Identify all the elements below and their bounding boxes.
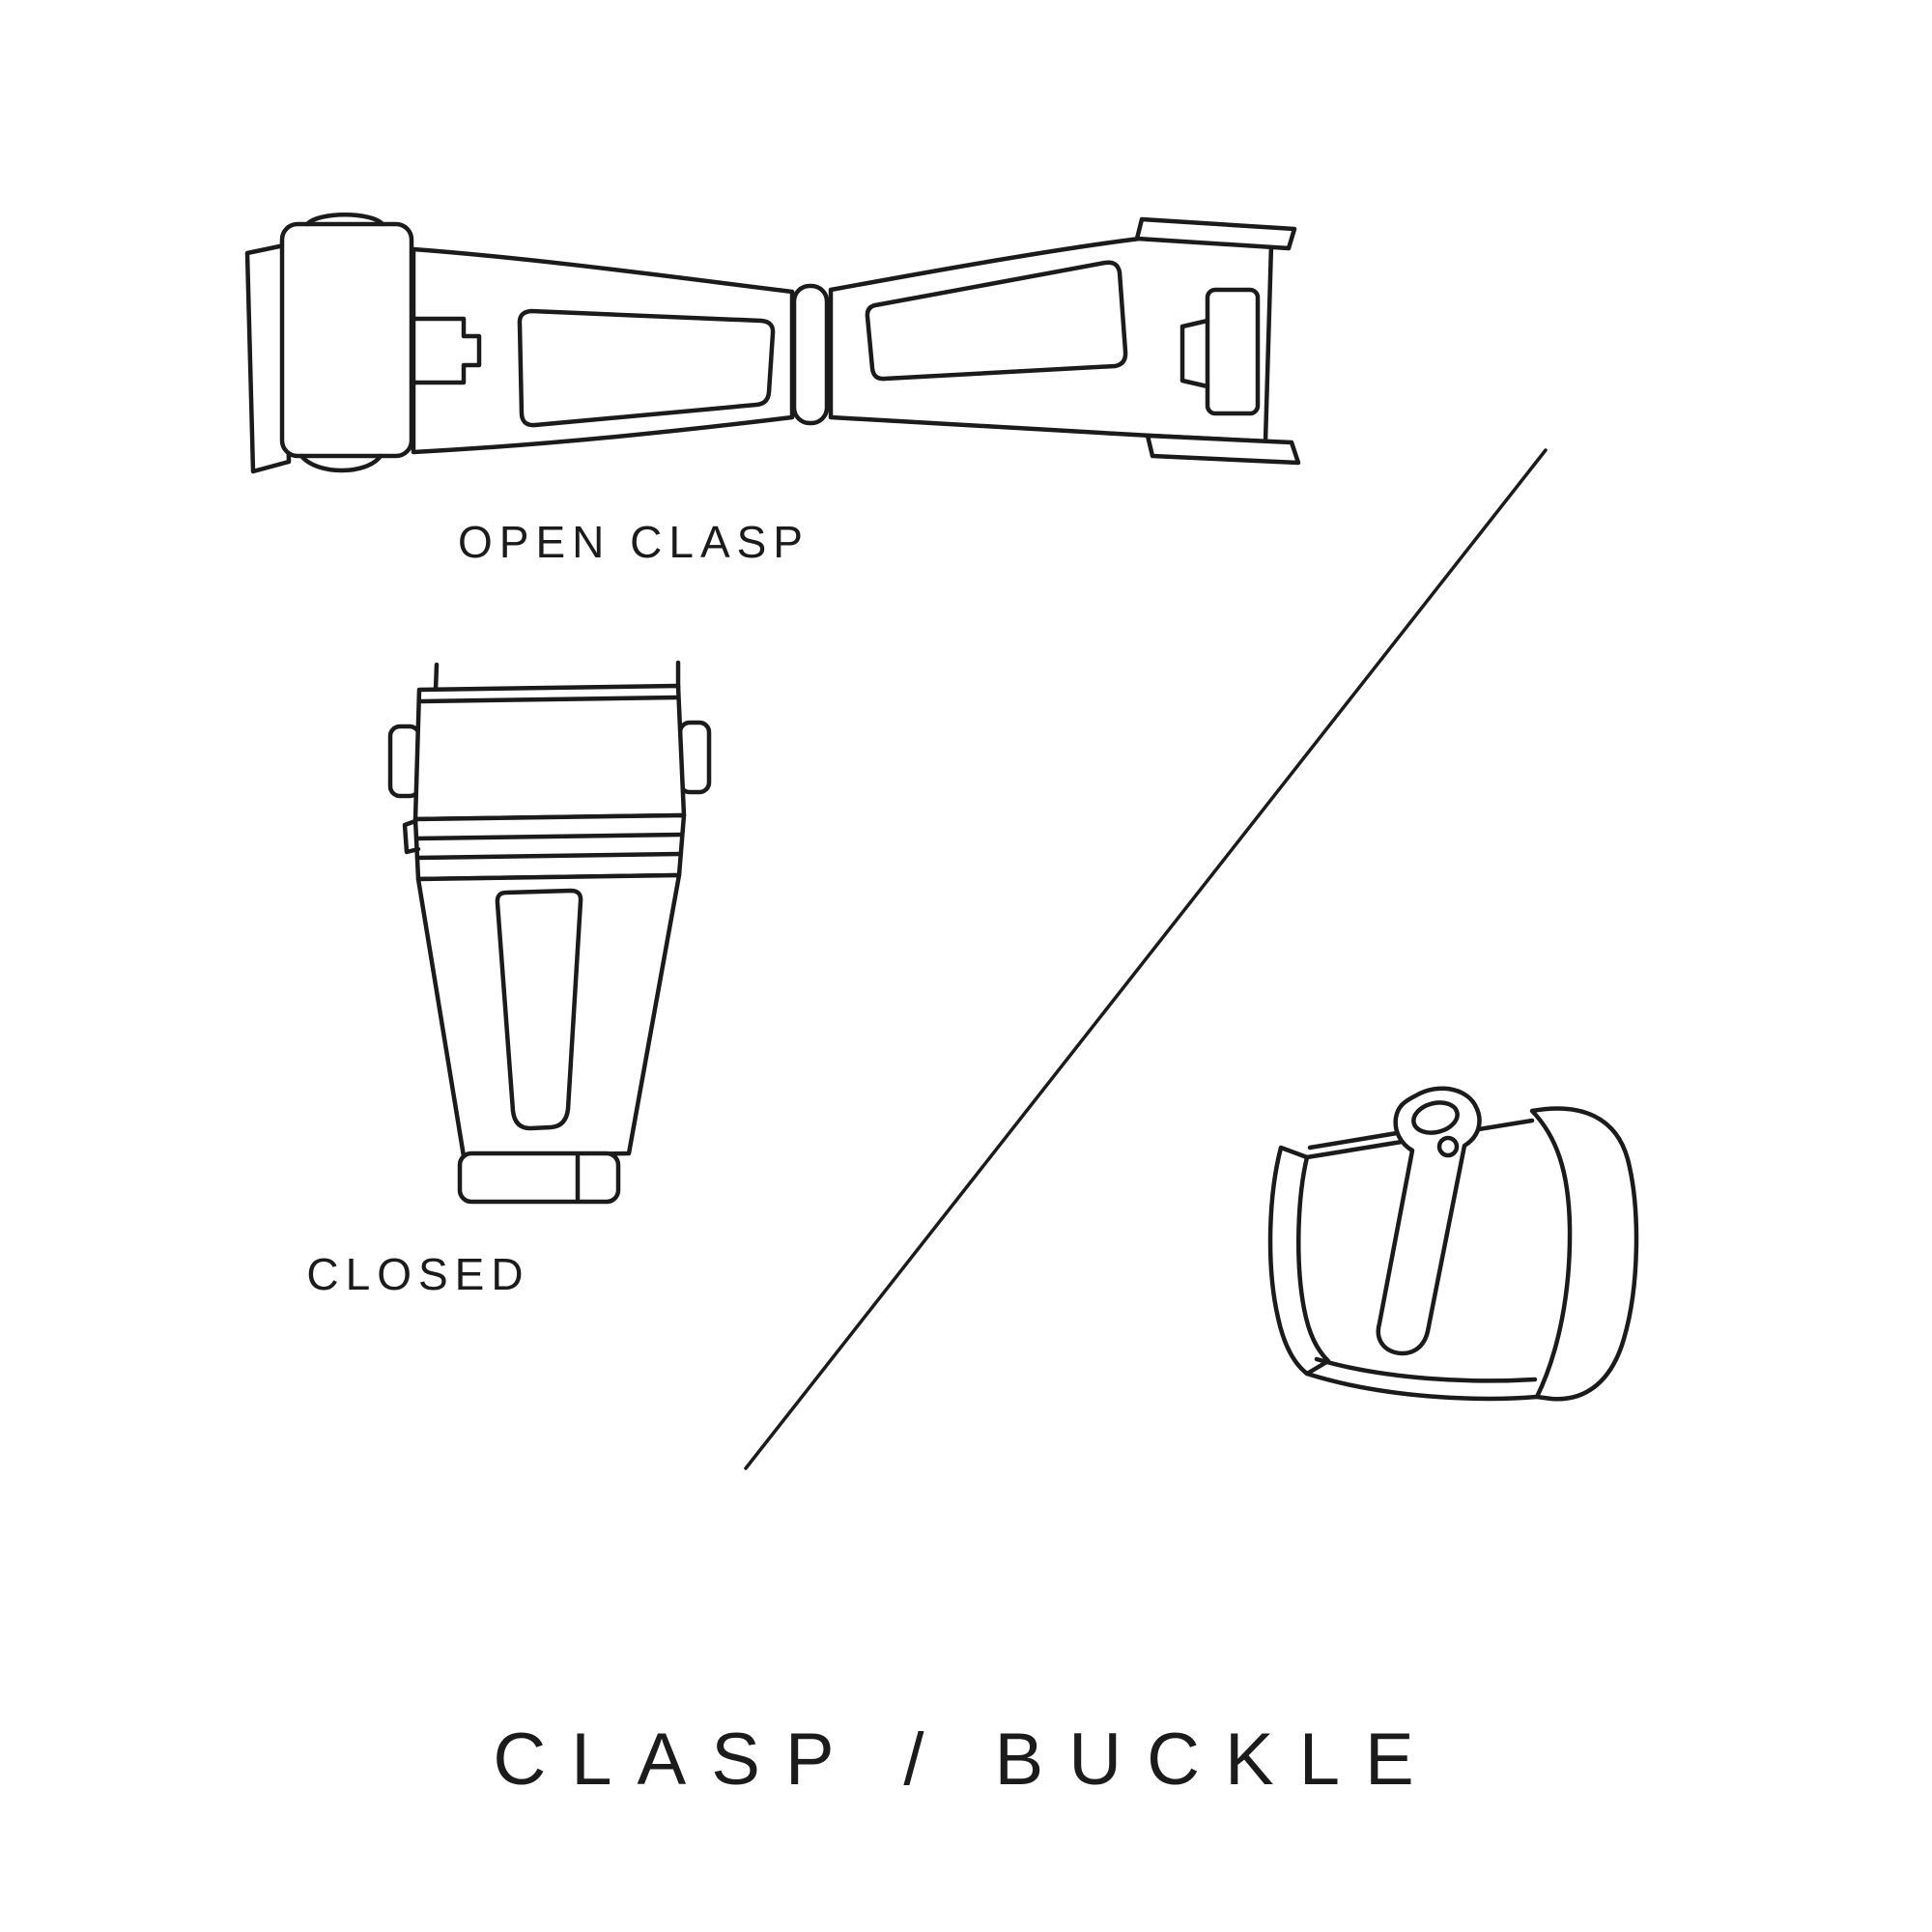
open-clasp-label: OPEN CLASP — [458, 517, 810, 567]
prong-left — [433, 662, 440, 693]
end-box — [279, 221, 414, 459]
hinge — [791, 283, 830, 426]
right-end-top-strip — [1134, 216, 1297, 251]
right-blade — [828, 236, 1274, 444]
frame-right-band — [1529, 1106, 1639, 1402]
band — [412, 812, 687, 882]
buckle-illustration — [1267, 1086, 1639, 1402]
left-blade-notch — [412, 316, 482, 385]
top-box-inner-line — [419, 695, 679, 704]
closed-clasp-label: CLOSED — [306, 1249, 530, 1299]
closed-clasp-illustration — [387, 660, 712, 1205]
tang — [1376, 1086, 1482, 1356]
left-blade-window — [517, 308, 776, 428]
open-clasp-illustration — [244, 213, 1301, 474]
body-slot — [495, 888, 583, 1131]
right-end-bottom-strip — [1145, 433, 1301, 466]
end-box-top-tab — [304, 213, 385, 227]
diagram-title: CLASP / BUCKLE — [493, 1719, 1439, 1801]
end-box-bottom-tab — [298, 453, 384, 473]
band-notch — [402, 818, 421, 855]
left-blade — [411, 246, 795, 455]
tang-loop-hole — [1411, 1100, 1460, 1135]
right-blade-hook — [1179, 318, 1210, 389]
divider-line — [744, 448, 1548, 1470]
frame-bottom-outer — [1304, 1371, 1540, 1402]
frame-bottom-inner — [1314, 1356, 1538, 1383]
frame-left-band — [1267, 1145, 1331, 1377]
pin-bar-top-edge — [1307, 1129, 1406, 1151]
right-blade-catch — [1205, 287, 1261, 416]
band-line-1 — [413, 832, 684, 841]
pin-ring — [1436, 1135, 1460, 1158]
top-box — [412, 683, 687, 822]
band-line-2 — [414, 851, 683, 861]
right-blade-window — [865, 260, 1128, 382]
body — [415, 872, 682, 1159]
end-slat — [244, 242, 292, 474]
bottom-cap — [457, 1151, 621, 1205]
